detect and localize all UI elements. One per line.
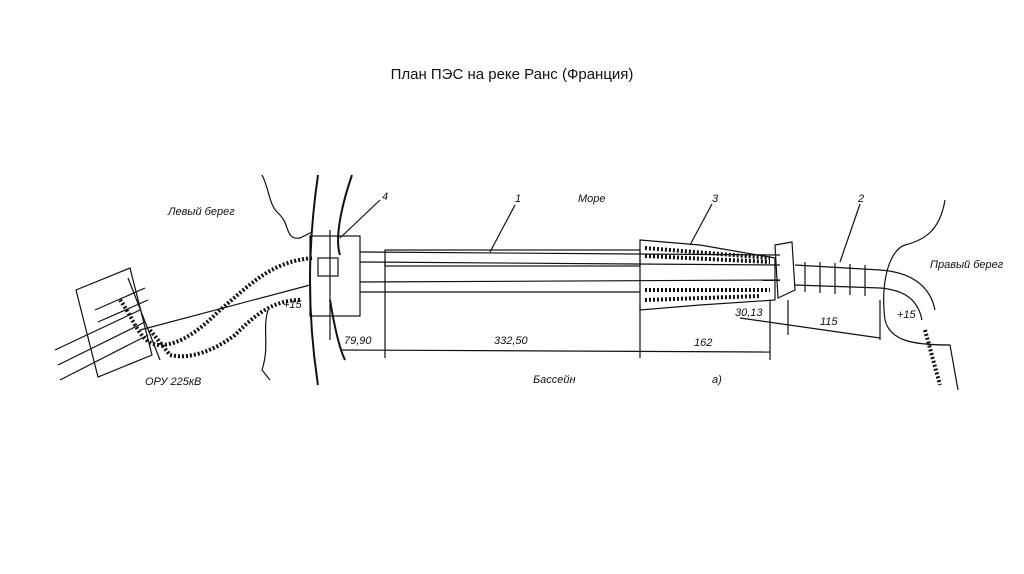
- left-dam-wall-2: [337, 174, 353, 256]
- rockfill-embankment-lower: [644, 288, 770, 302]
- dimension-115: 115: [820, 316, 838, 328]
- dimension-162: 162: [694, 337, 712, 349]
- left-bank-coastline: [261, 174, 313, 239]
- elevation-right: +15: [897, 309, 917, 321]
- dimension-lines: [339, 260, 881, 360]
- dimension-30-13: 30,13: [735, 307, 763, 319]
- approach-channel: [118, 256, 313, 348]
- callout-4: 4: [382, 191, 388, 203]
- dimension-332-50: 332,50: [494, 335, 529, 347]
- lock-chamber: [317, 257, 339, 277]
- substation-wall: [127, 277, 161, 361]
- power-line: [139, 284, 311, 331]
- transmission-lines: [54, 287, 149, 381]
- right-bank-label: Правый берег: [930, 259, 1004, 271]
- substation-label: ОРУ 225кВ: [145, 376, 201, 388]
- lock-structure: [309, 235, 361, 317]
- dimension-79-90: 79,90: [344, 335, 372, 347]
- figure-label: а): [712, 374, 722, 386]
- right-bank-road: [923, 329, 942, 386]
- callout-2: 2: [857, 193, 864, 205]
- sea-label: Море: [578, 193, 606, 205]
- basin-label: Бассейн: [533, 374, 576, 386]
- approach-channel-inner: [148, 298, 301, 359]
- page-title: План ПЭС на реке Ранс (Франция): [390, 66, 634, 83]
- island-block: [774, 241, 796, 299]
- callout-4-leader: [339, 199, 381, 239]
- callout-1: 1: [515, 193, 521, 205]
- callout-3: 3: [712, 193, 719, 205]
- rockfill-embankment-upper: [644, 246, 771, 264]
- callout-3-leader: [689, 203, 713, 246]
- embankment-outline: [639, 239, 776, 311]
- left-dam-wall: [309, 174, 319, 386]
- callout-1-leader: [489, 204, 516, 253]
- substation-yard: [75, 267, 153, 378]
- elevation-left: +15: [283, 299, 303, 311]
- left-dam-wall-3: [329, 299, 346, 361]
- power-station-dam: [359, 249, 781, 293]
- left-bank-label: Левый берег: [167, 206, 235, 218]
- sluice-dam: [794, 262, 936, 321]
- right-bank-coastline: [883, 199, 959, 391]
- left-bank-coastline-lower: [261, 309, 271, 381]
- callout-2-leader: [839, 203, 861, 263]
